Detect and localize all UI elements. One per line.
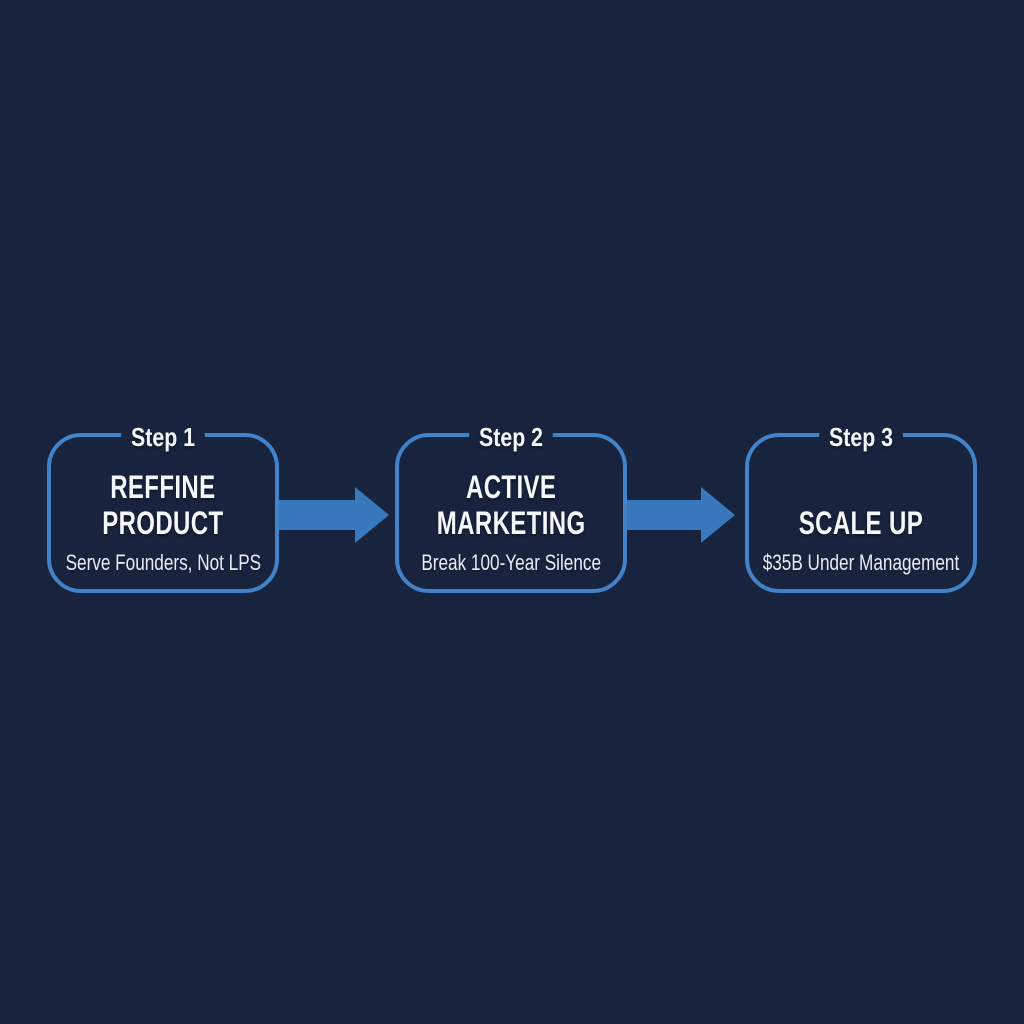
arrow-shaft — [627, 500, 703, 530]
arrow-head — [355, 487, 389, 543]
step-1-subtitle: Serve Founders, Not LPS — [65, 550, 261, 575]
arrow-shaft — [279, 500, 355, 530]
step-2-box: Step 2 ACTIVE MARKETING Break 100-Year S… — [395, 421, 627, 593]
step-3-title: SCALE UP — [798, 505, 924, 541]
arrow-head — [701, 487, 735, 543]
step-1-title: REFFINE PRODUCT — [102, 469, 224, 541]
step-2-subtitle: Break 100-Year Silence — [421, 550, 601, 575]
step-2-content: ACTIVE MARKETING Break 100-Year Silence — [399, 437, 623, 589]
step-1-content: REFFINE PRODUCT Serve Founders, Not LPS — [51, 437, 275, 589]
step-3-subtitle: $35B Under Management — [762, 550, 960, 575]
step-2-title: ACTIVE MARKETING — [436, 469, 586, 541]
step-3-content: SCALE UP $35B Under Management — [749, 437, 973, 589]
step-3-box: Step 3 SCALE UP $35B Under Management — [745, 421, 977, 593]
step-1-box: Step 1 REFFINE PRODUCT Serve Founders, N… — [47, 421, 279, 593]
